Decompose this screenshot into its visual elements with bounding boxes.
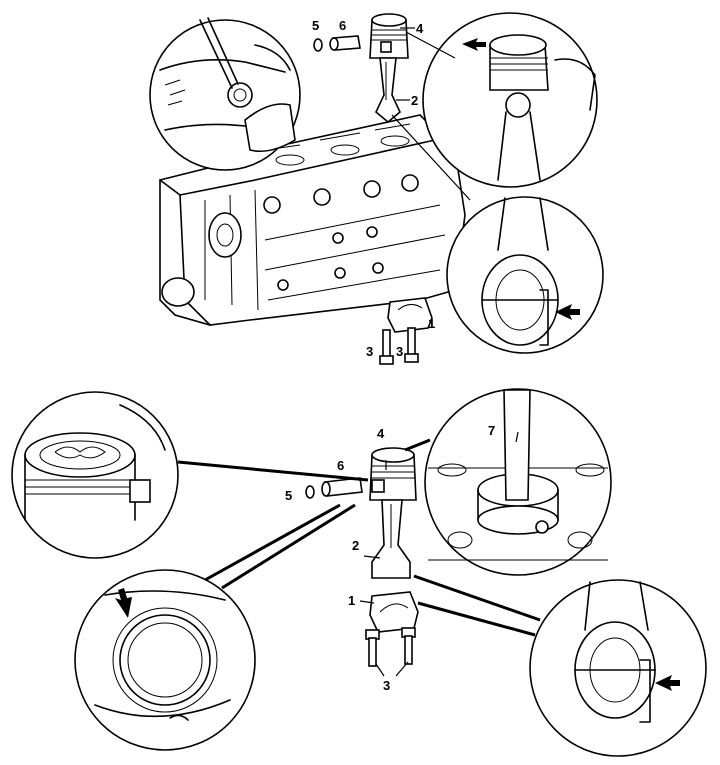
bottom-callout-1: 1	[348, 593, 355, 608]
top-bearing-cap	[387, 297, 433, 333]
bottom-callout-6: 6	[337, 458, 344, 473]
top-callout-2: 2	[411, 93, 418, 108]
bottom-piston	[369, 447, 417, 501]
detail-circle-rod-big-end	[529, 579, 707, 757]
top-leader-lines	[391, 27, 471, 201]
bottom-cap-bolts	[365, 627, 416, 667]
bottom-piston-pin	[321, 477, 363, 497]
bottom-callout-7: 7	[488, 423, 495, 438]
bottom-bearing-cap	[369, 591, 419, 633]
top-callout-4: 4	[416, 21, 424, 36]
top-circlip	[313, 38, 323, 52]
top-piston-pin	[329, 35, 361, 51]
top-connecting-rod	[375, 57, 401, 124]
detail-circle-rod-cap-marking	[446, 196, 604, 354]
top-cap-bolts	[379, 327, 419, 365]
top-piston	[369, 13, 409, 59]
arrow-icon	[655, 675, 680, 691]
bottom-circlip	[305, 485, 315, 499]
top-callout-3a: 3	[366, 344, 373, 359]
top-callout-5: 5	[312, 18, 319, 33]
detail-circle-pin-bore	[74, 569, 256, 751]
bottom-connecting-rod	[371, 499, 411, 579]
arrow-icon	[555, 304, 580, 320]
bottom-callout-4: 4	[377, 426, 385, 441]
detail-circle-piston-crown	[11, 391, 179, 559]
detail-circle-piston-orientation	[422, 12, 598, 188]
top-callout-3b: 3	[396, 344, 403, 359]
bottom-callout-5: 5	[285, 488, 292, 503]
top-callout-6: 6	[339, 18, 346, 33]
detail-circle-piston-install	[424, 388, 612, 576]
arrow-icon	[115, 588, 132, 618]
bottom-leader-lines	[177, 431, 541, 677]
top-callout-1: 1	[428, 316, 435, 331]
callout-labels: 5 6 4 2 1 3 3 4 6 5 2 1 3 7	[285, 18, 495, 693]
arrow-icon	[462, 38, 486, 51]
bottom-callout-2: 2	[352, 538, 359, 553]
bottom-callout-3: 3	[383, 678, 390, 693]
detail-circle-circlip-removal	[149, 17, 301, 171]
